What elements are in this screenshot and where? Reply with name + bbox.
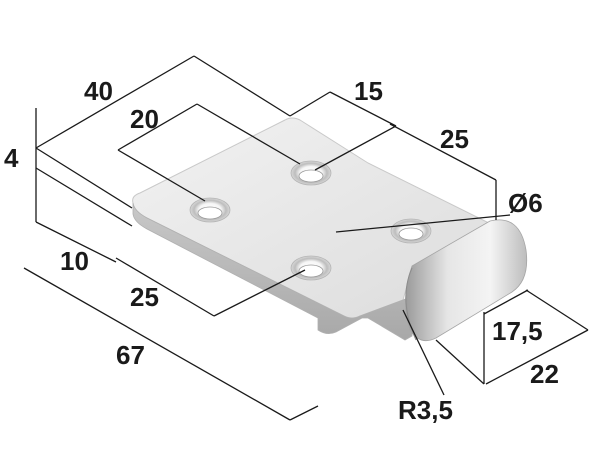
dim-hole-offset-right: 25 — [440, 124, 469, 154]
countersunk-hole — [390, 218, 432, 244]
dim-bend-radius: R3,5 — [398, 395, 453, 425]
countersunk-hole — [189, 197, 231, 223]
dim-hole-diameter: Ø6 — [508, 188, 543, 218]
knuckle-curl — [405, 267, 417, 341]
dimension-labels: 40 4 20 15 25 Ø6 10 25 67 17,5 22 R3,5 — [4, 76, 559, 425]
dim-hole-spacing-y: 25 — [130, 282, 159, 312]
dim-edge-offset: 10 — [60, 246, 89, 276]
dim-overall-length: 67 — [116, 340, 145, 370]
hinge-plate — [132, 117, 528, 342]
dimension-lines — [23, 55, 589, 421]
dim-hole-spacing-top: 15 — [354, 76, 383, 106]
dim-hinge-depth: 22 — [530, 359, 559, 389]
hinge-knuckle — [405, 219, 528, 342]
dim-hole-spacing-x: 20 — [130, 104, 159, 134]
dim-overall-width: 40 — [84, 76, 113, 106]
dim-hinge-height: 17,5 — [492, 316, 543, 346]
dim-thickness: 4 — [4, 143, 19, 173]
plate-front-edge — [132, 202, 413, 341]
countersunk-hole — [290, 255, 332, 281]
